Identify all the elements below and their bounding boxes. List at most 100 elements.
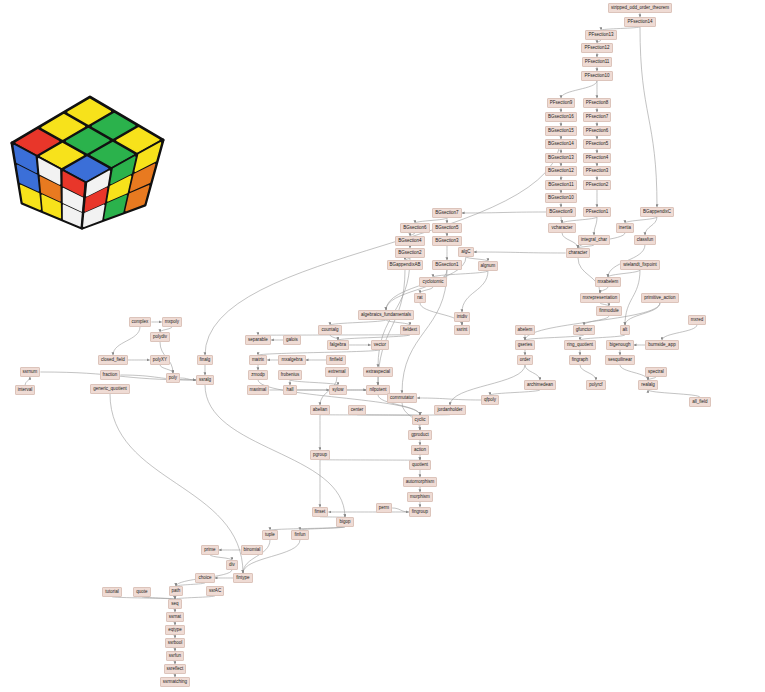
module-name: BGsection7 (435, 210, 458, 215)
module-box: inertia (616, 223, 634, 232)
module-name: ssrint (457, 327, 468, 332)
dependency-edge (377, 377, 378, 386)
module-name: BGsection11 (548, 182, 573, 187)
module-box: BGsection14 (545, 139, 577, 148)
module-name: tuple (265, 532, 275, 537)
module-name: BGappendixAB (390, 262, 421, 267)
module-box: commutator (387, 393, 417, 402)
module-name: ring_quotient (567, 342, 593, 347)
module-name: ssrfun (169, 653, 181, 658)
module-name: BGsection2 (398, 250, 421, 255)
module-name: abelian (313, 407, 328, 412)
module-box: cyclic (412, 415, 429, 424)
dependency-edge (446, 246, 447, 261)
module-name: PFsection8 (586, 100, 609, 105)
module-box: PFsection6 (583, 126, 612, 135)
module-name: bigenough (609, 342, 630, 347)
dependency-edge (128, 359, 150, 360)
module-box: finmodule (596, 306, 622, 315)
module-box: ssrmatching (160, 677, 190, 686)
module-name: action (414, 447, 426, 452)
module-name: commutator (390, 395, 414, 400)
cube-sticker (42, 195, 60, 217)
module-box: PFsection1 (583, 207, 612, 216)
module-box: polyXY (150, 355, 170, 364)
dependency-edge (625, 270, 640, 326)
module-box: perm (376, 503, 392, 512)
dependency-edge (640, 27, 657, 208)
module-name: fintype (236, 575, 249, 580)
module-name: cyclotomic (422, 279, 443, 284)
module-name: finset (315, 509, 326, 514)
dependency-edge (596, 190, 597, 208)
dependency-edge (600, 287, 608, 294)
module-box: quotient (409, 460, 431, 469)
module-box: prime (201, 545, 218, 554)
module-name: ssrnum (23, 369, 38, 374)
module-name: mxabelem (598, 279, 619, 284)
module-box: extremal (325, 367, 348, 376)
dependency-edge (462, 271, 488, 313)
module-name: closed_field (101, 357, 125, 362)
dependency-edge (594, 217, 597, 236)
module-box: PFsection13 (585, 30, 616, 39)
module-box: nilpotent (366, 385, 389, 394)
module-name: perm (379, 505, 389, 510)
module-box: ring_quotient (564, 340, 596, 349)
module-box: generic_quotient (90, 384, 129, 393)
module-box: jordanholder (434, 405, 465, 414)
module-name: ssreflect (167, 666, 184, 671)
module-name: BGsection3 (435, 238, 458, 243)
module-box: PFsection2 (583, 180, 612, 189)
dependency-edge (662, 325, 697, 341)
module-box: gfunctor (573, 325, 595, 334)
dependency-edge (561, 217, 562, 224)
module-box: countalg (318, 325, 341, 334)
module-name: choice (198, 575, 211, 580)
dependency-edge (180, 378, 196, 380)
module-box: action (411, 445, 429, 454)
module-name: alt (623, 327, 628, 332)
module-box: mxred (688, 315, 707, 324)
module-name: maximal (250, 387, 267, 392)
module-name: jordanholder (437, 407, 462, 412)
module-box: seq (168, 599, 181, 608)
dependency-edge (417, 398, 481, 400)
module-box: archimedean (524, 380, 556, 389)
module-box: vector (371, 340, 389, 349)
module-name: ssrbool (168, 640, 183, 645)
module-box: PFsection3 (583, 166, 612, 175)
module-box: PFsection7 (583, 112, 612, 121)
dependency-edge (271, 339, 283, 340)
module-name: PFsection2 (586, 182, 609, 187)
module-box: ssrnum (20, 367, 41, 376)
module-box: PFsection9 (547, 98, 576, 107)
module-name: finmodule (599, 308, 619, 313)
module-box: bigop (336, 517, 353, 526)
module-name: finfield (329, 357, 342, 362)
module-name: BGsection13 (548, 155, 574, 160)
module-name: BGsection4 (398, 238, 421, 243)
module-name: morphism (410, 494, 430, 499)
module-name: bigop (339, 519, 350, 524)
module-box: BGsection11 (545, 180, 576, 189)
dependency-edge (349, 344, 371, 345)
module-name: classfun (637, 237, 654, 242)
module-name: sesquilinear (608, 357, 632, 362)
module-box: PFsection14 (624, 17, 655, 26)
module-box: matrix (249, 355, 267, 364)
module-box: tutorial (102, 587, 122, 596)
module-name: eqtype (168, 627, 182, 632)
module-box: ssrfun (166, 651, 184, 660)
module-box: BGsection5 (432, 223, 461, 232)
module-box: maximal (247, 385, 270, 394)
module-box: hall (283, 385, 296, 394)
module-box: alt (620, 325, 631, 334)
dependency-edge (420, 287, 433, 294)
module-name: automorphism (406, 479, 435, 484)
module-box: intdiv (454, 312, 471, 321)
module-box: PFsection12 (581, 43, 612, 52)
module-name: prime (204, 547, 215, 552)
module-name: binomial (244, 547, 261, 552)
module-name: abelem (518, 327, 533, 332)
